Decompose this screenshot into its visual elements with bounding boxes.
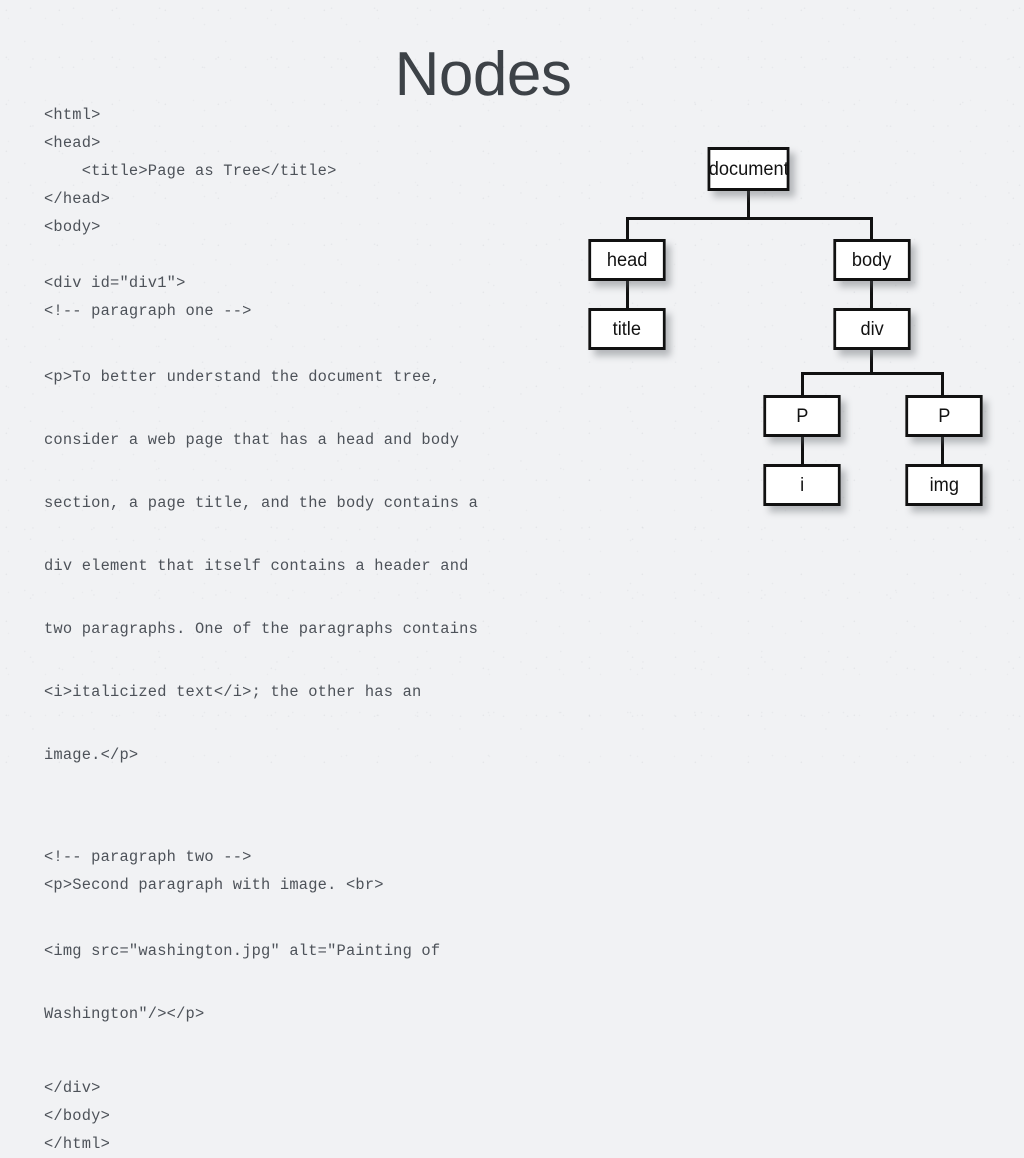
code-line: <i>italicized text</i>; the other has an (44, 683, 422, 701)
code-line: <div id="div1"> (44, 274, 186, 292)
tree-node-head[interactable]: head (588, 239, 666, 281)
code-line: <img src="washington.jpg" alt="Painting … (44, 942, 441, 960)
connector-bar-to-p2 (941, 372, 944, 398)
code-line: <body> (44, 218, 101, 236)
code-line: <head> (44, 134, 101, 152)
tree-node-label: title (612, 318, 642, 340)
connector-p1-to-i (801, 434, 804, 466)
code-line: <!-- paragraph one --> (44, 302, 252, 320)
code-line: section, a page title, and the body cont… (44, 494, 479, 512)
connector-bar-to-p1 (801, 372, 804, 398)
code-line: consider a web page that has a head and … (44, 431, 460, 449)
connector-document-to-bar (747, 190, 750, 220)
tree-node-title[interactable]: title (588, 308, 666, 350)
tree-node-label: document (708, 158, 789, 180)
code-line: </div> (44, 1079, 101, 1097)
dom-tree-diagram: document head body title div P P i img (588, 147, 983, 506)
tree-node-label: div (860, 318, 884, 340)
connector-bar-p1-p2 (801, 372, 943, 375)
page-title-text: Nodes (394, 40, 572, 109)
tree-node-body[interactable]: body (833, 239, 911, 281)
tree-node-label: img (929, 474, 959, 496)
code-line: </head> (44, 190, 111, 208)
code-paragraph-one: <p>To better understand the document tre… (44, 325, 544, 808)
tree-node-label: P (937, 405, 951, 427)
tree-node-label: P (795, 405, 809, 427)
tree-node-i[interactable]: i (763, 464, 841, 506)
connector-bar-head-body (626, 217, 873, 220)
connector-head-to-title (626, 279, 629, 310)
tree-node-p-first[interactable]: P (763, 395, 841, 437)
code-line: </body> (44, 1107, 111, 1125)
tree-node-div[interactable]: div (833, 308, 911, 350)
tree-node-label: head (606, 249, 648, 271)
code-line: <title>Page as Tree</title> (44, 162, 337, 180)
code-blank-line (44, 808, 564, 843)
tree-node-label: body (852, 249, 892, 271)
code-paragraph-two: <img src="washington.jpg" alt="Painting … (44, 899, 544, 1067)
code-line: two paragraphs. One of the paragraphs co… (44, 620, 479, 638)
code-line: Washington"/></p> (44, 1005, 205, 1023)
connector-p2-to-img (941, 434, 944, 466)
code-line: </html> (44, 1135, 111, 1153)
tree-node-p-second[interactable]: P (905, 395, 983, 437)
code-line: <html> (44, 106, 101, 124)
code-line: image.</p> (44, 746, 139, 764)
page-title: Nodes (0, 44, 1024, 106)
code-line: <p>To better understand the document tre… (44, 368, 441, 386)
tree-node-img[interactable]: img (905, 464, 983, 506)
connector-body-to-div (870, 279, 873, 310)
code-line: <p>Second paragraph with image. <br> (44, 876, 384, 894)
connector-bar-to-head (626, 217, 629, 242)
connector-div-to-bar (870, 347, 873, 375)
code-line: <!-- paragraph two --> (44, 848, 252, 866)
connector-bar-to-body (870, 217, 873, 242)
code-line: div element that itself contains a heade… (44, 557, 469, 575)
tree-node-label: i (799, 474, 805, 496)
tree-node-document[interactable]: document (707, 147, 790, 191)
